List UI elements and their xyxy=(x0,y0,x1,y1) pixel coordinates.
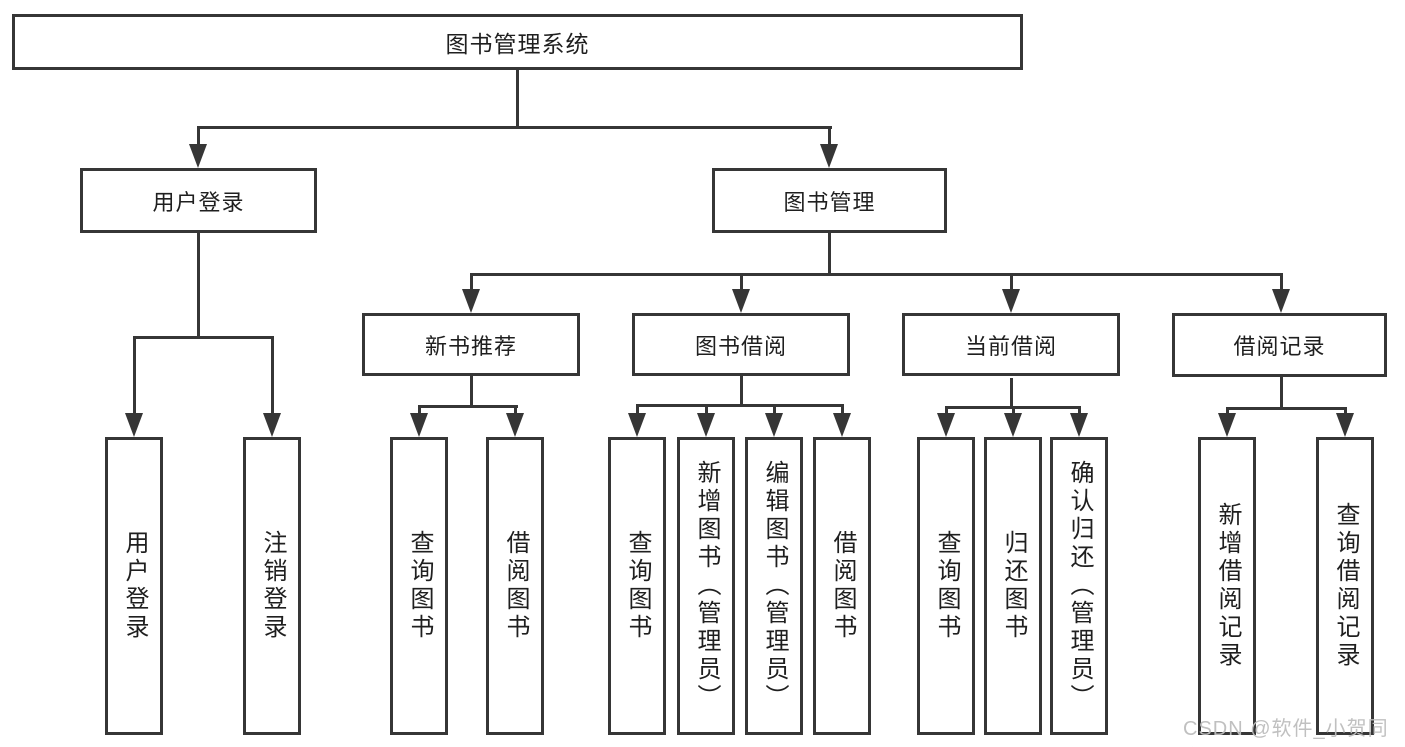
node-label: 借阅图书 xyxy=(829,530,856,642)
connector-line xyxy=(1280,377,1283,410)
arrow-down-icon xyxy=(1336,413,1354,437)
leaf-confirm-return-admin: 确认归还（管理员） xyxy=(1050,437,1108,735)
connector-line xyxy=(197,126,200,152)
arrow-down-icon xyxy=(263,413,281,437)
connector-line xyxy=(1226,407,1229,416)
node-label: 图书管理系统 xyxy=(445,31,590,57)
connector-line xyxy=(516,70,519,128)
node-library-system: 图书管理系统 xyxy=(12,14,1023,70)
node-current-borrow: 当前借阅 xyxy=(902,313,1120,376)
arrow-down-icon xyxy=(125,413,143,437)
node-borrow-records: 借阅记录 xyxy=(1172,313,1387,377)
arrow-down-icon xyxy=(937,413,955,437)
leaf-add-books-admin: 新增图书（管理员） xyxy=(677,437,735,735)
connector-line xyxy=(1280,273,1283,293)
node-book-borrow: 图书借阅 xyxy=(632,313,850,376)
connector-line xyxy=(1344,407,1347,416)
arrow-down-icon xyxy=(697,413,715,437)
leaf-query-books-recommend: 查询图书 xyxy=(390,437,448,735)
leaf-query-books-borrow: 查询图书 xyxy=(608,437,666,735)
node-label: 编辑图书（管理员） xyxy=(761,460,788,712)
connector-line xyxy=(133,336,274,339)
node-label: 新增借阅记录 xyxy=(1214,502,1241,670)
leaf-borrow-books-recommend: 借阅图书 xyxy=(486,437,544,735)
node-label: 图书借阅 xyxy=(694,333,787,359)
connector-line xyxy=(418,405,518,408)
arrow-down-icon xyxy=(732,289,750,313)
node-label: 借阅图书 xyxy=(502,530,529,642)
connector-line xyxy=(636,404,844,407)
leaf-query-books-current: 查询图书 xyxy=(917,437,975,735)
node-label: 用户登录 xyxy=(121,530,148,642)
leaf-borrow-books: 借阅图书 xyxy=(813,437,871,735)
connector-line xyxy=(740,273,743,293)
node-label: 查询图书 xyxy=(406,530,433,642)
connector-line xyxy=(470,376,473,408)
connector-line xyxy=(841,404,844,416)
leaf-add-borrow-record: 新增借阅记录 xyxy=(1198,437,1256,735)
arrow-down-icon xyxy=(833,413,851,437)
arrow-down-icon xyxy=(410,413,428,437)
arrow-down-icon xyxy=(765,413,783,437)
leaf-query-borrow-record: 查询借阅记录 xyxy=(1316,437,1374,735)
connector-line xyxy=(636,404,639,416)
arrow-down-icon xyxy=(462,289,480,313)
node-label: 用户登录 xyxy=(152,189,245,215)
connector-line xyxy=(828,233,831,276)
connector-line xyxy=(1012,406,1015,416)
node-label: 新书推荐 xyxy=(424,333,517,359)
connector-line xyxy=(740,376,743,407)
leaf-user-login: 用户登录 xyxy=(105,437,163,735)
arrow-down-icon xyxy=(1070,413,1088,437)
arrow-down-icon xyxy=(1002,289,1020,313)
node-label: 注销登录 xyxy=(259,530,286,642)
node-label: 新增图书（管理员） xyxy=(693,460,720,712)
leaf-return-books: 归还图书 xyxy=(984,437,1042,735)
node-label: 查询图书 xyxy=(933,530,960,642)
node-user-login: 用户登录 xyxy=(80,168,317,233)
arrow-down-icon xyxy=(1004,413,1022,437)
arrow-down-icon xyxy=(1218,413,1236,437)
connector-line xyxy=(705,404,708,416)
connector-line xyxy=(1010,378,1013,409)
connector-line xyxy=(133,336,136,416)
connector-line xyxy=(514,405,517,417)
arrow-down-icon xyxy=(189,144,207,168)
arrow-down-icon xyxy=(820,144,838,168)
connector-line xyxy=(828,126,831,152)
connector-line xyxy=(271,336,274,416)
watermark: CSDN @软件_小贺同学 xyxy=(1183,718,1389,740)
connector-line xyxy=(773,404,776,416)
connector-line xyxy=(1078,406,1081,416)
arrow-down-icon xyxy=(628,413,646,437)
node-label: 归还图书 xyxy=(1000,530,1027,642)
node-label: 借阅记录 xyxy=(1233,334,1326,359)
connector-line xyxy=(197,233,200,339)
connector-line xyxy=(1010,273,1013,293)
connector-line xyxy=(1226,407,1347,410)
connector-line xyxy=(197,126,832,129)
connector-line xyxy=(418,405,421,417)
node-label: 当前借阅 xyxy=(964,333,1057,359)
arrow-down-icon xyxy=(506,413,524,437)
node-new-book-recommend: 新书推荐 xyxy=(362,313,580,376)
leaf-logout: 注销登录 xyxy=(243,437,301,735)
leaf-edit-books-admin: 编辑图书（管理员） xyxy=(745,437,803,735)
arrow-down-icon xyxy=(1272,289,1290,313)
node-label: 查询借阅记录 xyxy=(1332,502,1359,670)
connector-line xyxy=(470,273,473,293)
node-label: 图书管理 xyxy=(783,189,876,215)
node-label: 确认归还（管理员） xyxy=(1066,460,1093,712)
connector-line xyxy=(945,406,948,416)
node-label: 查询图书 xyxy=(624,530,651,642)
connector-line xyxy=(470,273,1283,276)
node-book-management: 图书管理 xyxy=(712,168,947,233)
